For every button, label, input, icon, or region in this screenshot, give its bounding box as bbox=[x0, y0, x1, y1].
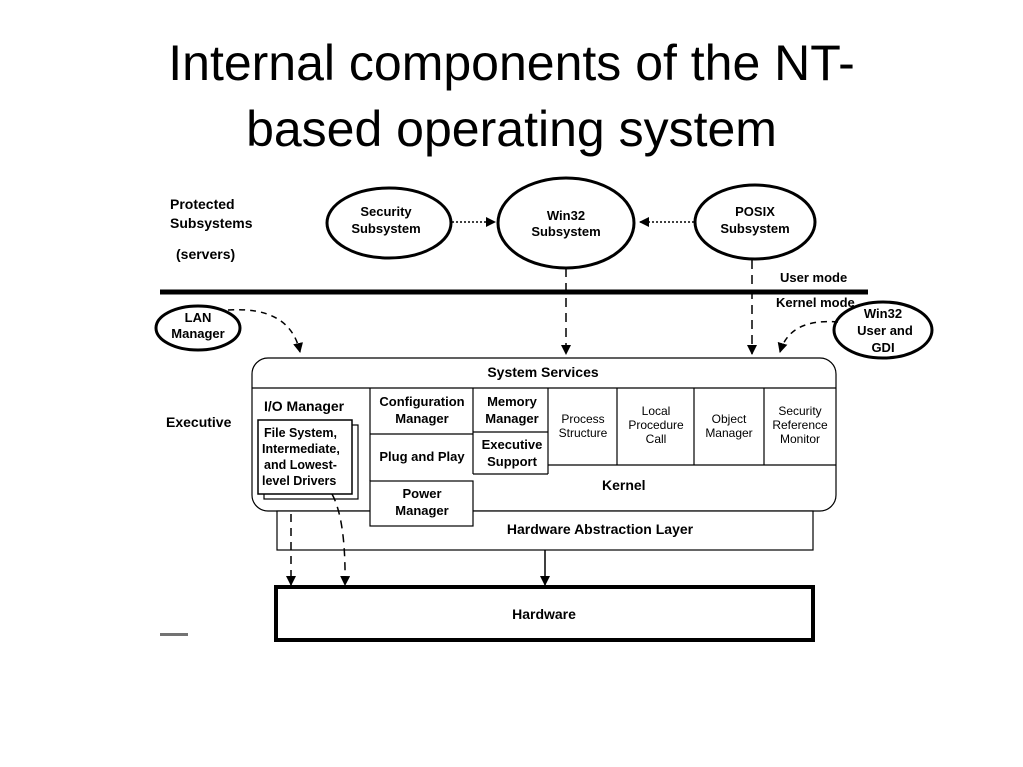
lpc-label-2: Procedure bbox=[628, 418, 684, 432]
lan-manager-label-1: LAN bbox=[185, 310, 212, 325]
file-system-label-1: File System, bbox=[264, 426, 337, 440]
file-system-label-3: and Lowest- bbox=[264, 458, 337, 472]
win32-subsystem-label-2: Subsystem bbox=[531, 224, 600, 239]
win32-gdi-label-2: User and bbox=[857, 323, 913, 338]
power-manager-label-1: Power bbox=[402, 486, 441, 501]
file-system-label-2: Intermediate, bbox=[262, 442, 340, 456]
figure-id-mark bbox=[160, 633, 188, 636]
drivers-to-hardware-arrow-2 bbox=[331, 493, 351, 586]
security-subsystem-label-1: Security bbox=[360, 204, 412, 219]
system-services-label: System Services bbox=[487, 364, 599, 380]
win32-gdi-label-1: Win32 bbox=[864, 306, 902, 321]
memory-manager-label-2: Manager bbox=[485, 411, 538, 426]
hal-label: Hardware Abstraction Layer bbox=[507, 521, 694, 537]
slide-title-line-1: Internal components of the NT- bbox=[168, 35, 855, 91]
posix-subsystem-ellipse bbox=[693, 183, 817, 261]
lpc-label-3: Call bbox=[646, 432, 667, 446]
power-manager-box bbox=[369, 480, 474, 527]
win32-gdi-ellipse bbox=[832, 300, 934, 360]
executive-support-label-2: Support bbox=[487, 454, 537, 469]
hal-box bbox=[276, 510, 814, 551]
process-structure-label-2: Structure bbox=[559, 426, 608, 440]
srm-label-1: Security bbox=[778, 404, 821, 418]
win32-subsystem-ellipse bbox=[496, 176, 636, 270]
lan-manager-ellipse bbox=[154, 304, 242, 352]
lan-manager-arrow bbox=[227, 308, 303, 353]
posix-subsystem-label-2: Subsystem bbox=[720, 221, 789, 236]
io-manager-label: I/O Manager bbox=[264, 398, 345, 414]
executive-support-label-1: Executive bbox=[482, 437, 543, 452]
hardware-box bbox=[274, 585, 815, 642]
srm-label-2: Reference bbox=[772, 418, 828, 432]
memory-manager-label-1: Memory bbox=[487, 394, 538, 409]
process-structure-label-1: Process bbox=[561, 412, 604, 426]
srm-label-3: Monitor bbox=[780, 432, 820, 446]
lpc-label-1: Local bbox=[642, 404, 671, 418]
configuration-manager-label-2: Manager bbox=[395, 411, 448, 426]
protected-subsystems-label-2: Subsystems bbox=[170, 215, 253, 231]
posix-subsystem-label-1: POSIX bbox=[735, 204, 775, 219]
kernel-mode-label: Kernel mode bbox=[776, 295, 855, 310]
win32-subsystem-node: Win32 Subsystem bbox=[496, 176, 636, 270]
configuration-manager-label-1: Configuration bbox=[379, 394, 464, 409]
servers-label: (servers) bbox=[176, 246, 235, 262]
slide-title: Internal components of the NT- based ope… bbox=[0, 30, 1023, 162]
user-mode-label: User mode bbox=[780, 270, 847, 285]
lan-manager-node: LAN Manager bbox=[154, 304, 242, 352]
protected-subsystems-label-1: Protected bbox=[170, 196, 235, 212]
object-manager-label-1: Object bbox=[712, 412, 747, 426]
driver-stack-box bbox=[257, 419, 353, 495]
kernel-label: Kernel bbox=[602, 477, 646, 493]
security-subsystem-node: Security Subsystem bbox=[325, 186, 453, 260]
power-manager-label-2: Manager bbox=[395, 503, 448, 518]
plug-and-play-label: Plug and Play bbox=[379, 449, 465, 464]
object-manager-label-2: Manager bbox=[705, 426, 752, 440]
win32-gdi-arrow bbox=[777, 320, 839, 353]
win32-gdi-node: Win32 User and GDI bbox=[832, 300, 934, 360]
win32-subsystem-label-1: Win32 bbox=[547, 208, 585, 223]
win32-gdi-label-3: GDI bbox=[871, 340, 894, 355]
lan-manager-label-2: Manager bbox=[171, 326, 224, 341]
hardware-label: Hardware bbox=[512, 606, 576, 622]
slide-title-line-2: based operating system bbox=[246, 101, 777, 157]
security-subsystem-ellipse bbox=[325, 186, 453, 260]
executive-label: Executive bbox=[166, 414, 232, 430]
security-subsystem-label-2: Subsystem bbox=[351, 221, 420, 236]
file-system-label-4: level Drivers bbox=[262, 474, 336, 488]
posix-subsystem-node: POSIX Subsystem bbox=[693, 183, 817, 261]
